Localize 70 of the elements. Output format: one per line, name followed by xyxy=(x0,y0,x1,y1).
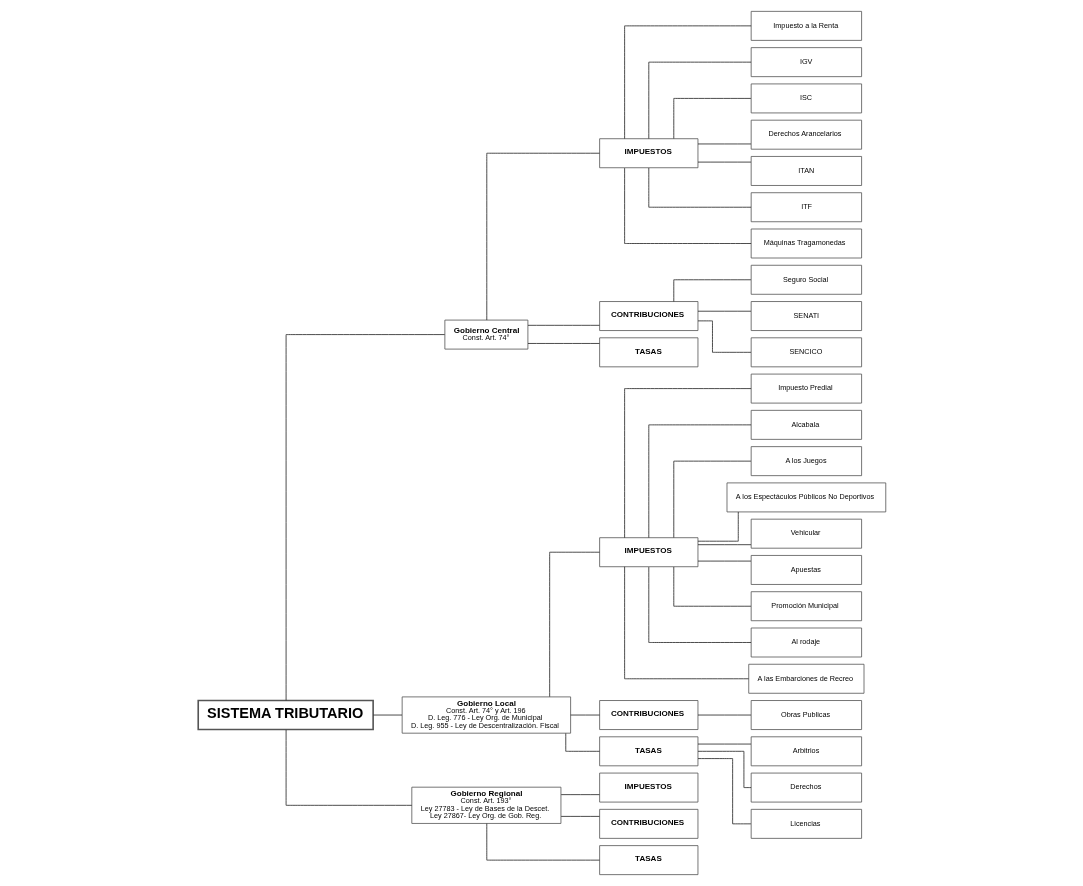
connector xyxy=(697,161,751,163)
connector xyxy=(285,729,412,806)
connector xyxy=(569,714,600,716)
connector xyxy=(672,566,751,607)
connector xyxy=(697,758,751,825)
node-box: ISC xyxy=(750,83,862,114)
node-box: Impuesto a la Renta xyxy=(750,10,862,41)
node-box: CONTRIBUCIONES xyxy=(598,700,698,730)
connector xyxy=(623,388,751,539)
node-box: Gobierno Central Const. Art. 74° xyxy=(443,319,528,350)
connector xyxy=(372,714,402,716)
connector xyxy=(285,334,445,701)
connector xyxy=(647,61,751,139)
node-box: TASAS xyxy=(598,845,698,876)
node-box: A los Espectáculos Públicos No Deportivos xyxy=(726,482,886,513)
connector xyxy=(672,279,751,302)
connector xyxy=(548,551,600,698)
node-box: IMPUESTOS xyxy=(598,138,698,169)
node-box: Promoción Municipal xyxy=(750,591,862,622)
node-box: SENATI xyxy=(750,301,862,331)
node-box: ITAN xyxy=(750,156,862,186)
node-box: Derechos xyxy=(750,772,862,803)
node-box: CONTRIBUCIONES xyxy=(598,808,698,839)
node-box: SENCICO xyxy=(750,337,862,368)
node-box: TASAS xyxy=(598,337,698,368)
node-box: Máquinas Tragamonedas xyxy=(750,228,862,259)
connector xyxy=(623,25,751,140)
node-box: SISTEMA TRIBUTARIO xyxy=(196,699,374,731)
connector xyxy=(485,823,600,861)
connector xyxy=(672,98,751,139)
node-box: Al rodaje xyxy=(750,627,862,658)
connector xyxy=(697,310,751,312)
node-box: Licencias xyxy=(750,808,862,839)
node-box: Alcabala xyxy=(750,409,862,440)
connector xyxy=(697,511,739,542)
connector xyxy=(697,320,751,353)
connector xyxy=(564,732,600,752)
node-box: Seguro Social xyxy=(750,264,862,295)
node-box: Derechos Arancelarios xyxy=(750,119,862,150)
node-box: ITF xyxy=(750,192,862,223)
connector xyxy=(697,544,751,546)
node-box: Vehicular xyxy=(750,518,862,549)
connector xyxy=(697,143,751,145)
connector xyxy=(672,460,751,538)
connector xyxy=(623,566,749,680)
connector xyxy=(647,167,751,208)
connector xyxy=(560,816,600,817)
node-box: Arbitrios xyxy=(750,736,862,767)
node-box: IMPUESTOS xyxy=(598,772,698,803)
connector xyxy=(623,167,751,244)
connector xyxy=(697,750,751,788)
connector xyxy=(697,743,751,745)
node-box: Apuestas xyxy=(750,555,862,585)
node-box: CONTRIBUCIONES xyxy=(598,301,698,331)
connector xyxy=(697,560,751,562)
node-box: A las Embarciones de Recreo xyxy=(747,663,864,694)
connector xyxy=(485,152,600,321)
connector xyxy=(527,324,600,326)
node-box: A los Juegos xyxy=(750,446,862,477)
connector xyxy=(647,424,751,538)
connector xyxy=(647,566,751,643)
node-box: IGV xyxy=(750,47,862,78)
connector xyxy=(527,343,600,344)
connector xyxy=(560,794,600,796)
node-box: IMPUESTOS xyxy=(598,537,698,568)
node-box: Gobierno Regional Const. Art. 193° Ley 27783 - Ley de Bases de la Descet. Ley 27867- Ley Org. de Gob. Reg. xyxy=(410,786,561,824)
node-box: TASAS xyxy=(598,736,698,767)
node-box: Obras Publicas xyxy=(750,700,862,730)
node-box: Gobierno Local Const. Art. 74° y Art. 196 D. Leg. 776 - Ley Org. de Municipal D. Leg. 955 - Ley de Descentralización. Fiscal xyxy=(401,696,571,734)
node-box: Impuesto Predial xyxy=(750,373,862,404)
